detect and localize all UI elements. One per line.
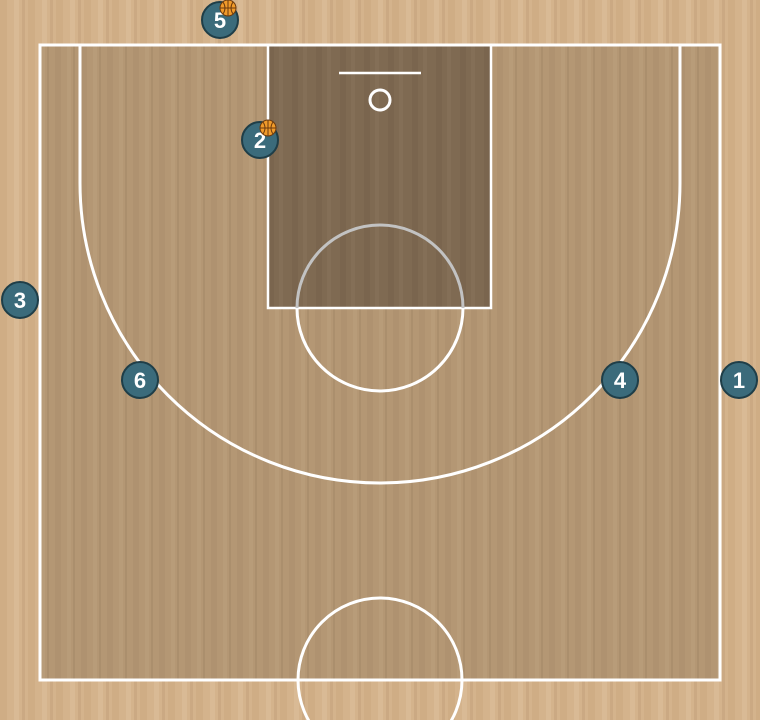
player-circle: [1, 281, 39, 319]
key-outline: [266, 43, 493, 310]
player-number: 6: [134, 368, 146, 393]
basketball-icon: [219, 0, 237, 17]
player-circle: [601, 361, 639, 399]
player-marker[interactable]: 2: [241, 119, 279, 159]
player-number: 1: [733, 368, 745, 393]
player-circle: [720, 361, 758, 399]
basketball-icon: [259, 119, 277, 137]
players-layer: 1 2 3 4 5 6: [1, 0, 758, 399]
player-circle: [121, 361, 159, 399]
center-circle-lower: [296, 679, 311, 720]
player-marker[interactable]: 3: [1, 281, 39, 319]
player-marker[interactable]: 5: [201, 0, 239, 39]
free-throw-circle-outer-half: [295, 307, 465, 393]
three-point-line: [78, 45, 682, 485]
free-throw-circle-inner-half: [295, 223, 465, 309]
center-circle: [296, 596, 464, 681]
player-marker[interactable]: 6: [121, 361, 159, 399]
center-circle-lower-right: [449, 679, 464, 720]
player-number: 4: [614, 368, 627, 393]
player-number: 3: [14, 288, 26, 313]
player-marker[interactable]: 1: [720, 361, 758, 399]
rim: [368, 88, 392, 112]
player-marker[interactable]: 4: [601, 361, 639, 399]
paint-area: [268, 45, 491, 308]
